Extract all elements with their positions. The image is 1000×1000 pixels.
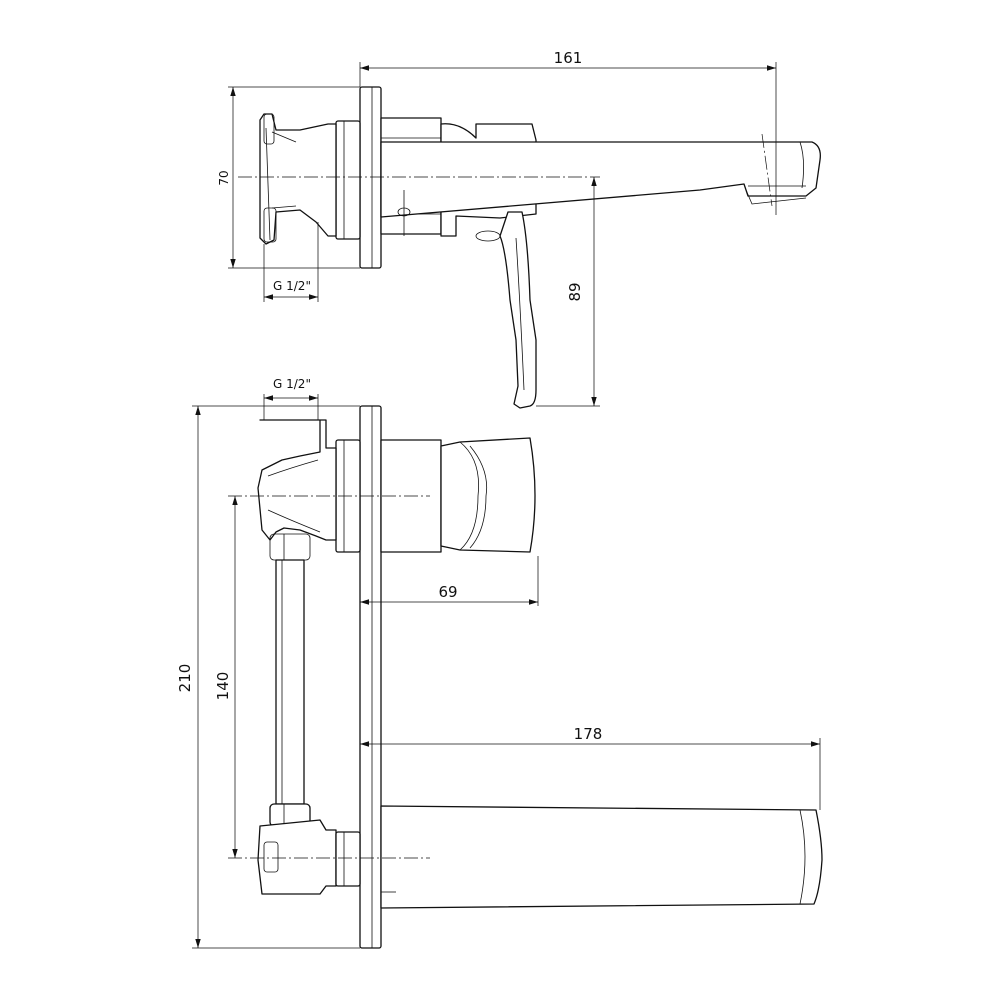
dim-lever-drop: 89: [566, 282, 584, 301]
dim-inlet-spacing: 140: [214, 672, 232, 701]
dim-body-depth: 69: [438, 583, 457, 601]
side-upper-body: [257, 419, 337, 541]
dim-top-width: 161: [554, 49, 583, 67]
dim-total-height: 210: [176, 664, 194, 693]
side-wall-plate: [359, 405, 382, 949]
side-spout: [380, 805, 823, 909]
dim-top-thread: G 1/2": [273, 279, 311, 293]
top-view: 161 70 G 1/2" 89: [217, 49, 821, 409]
dim-top-height: 70: [217, 170, 231, 185]
top-rosette: [335, 120, 361, 240]
top-lever-handle: [499, 211, 537, 409]
top-spout: [380, 141, 821, 218]
side-handle-knob: [440, 437, 536, 553]
side-view: G 1/2" 69 210 140 178: [176, 377, 823, 949]
dim-spout-length: 178: [574, 725, 603, 743]
side-riser-pipe: [275, 559, 305, 805]
side-lower-body: [257, 819, 337, 895]
top-wall-plate: [359, 86, 382, 269]
side-lower-rosette: [335, 831, 361, 887]
dim-side-thread: G 1/2": [273, 377, 311, 391]
top-valve-body: [259, 113, 337, 245]
